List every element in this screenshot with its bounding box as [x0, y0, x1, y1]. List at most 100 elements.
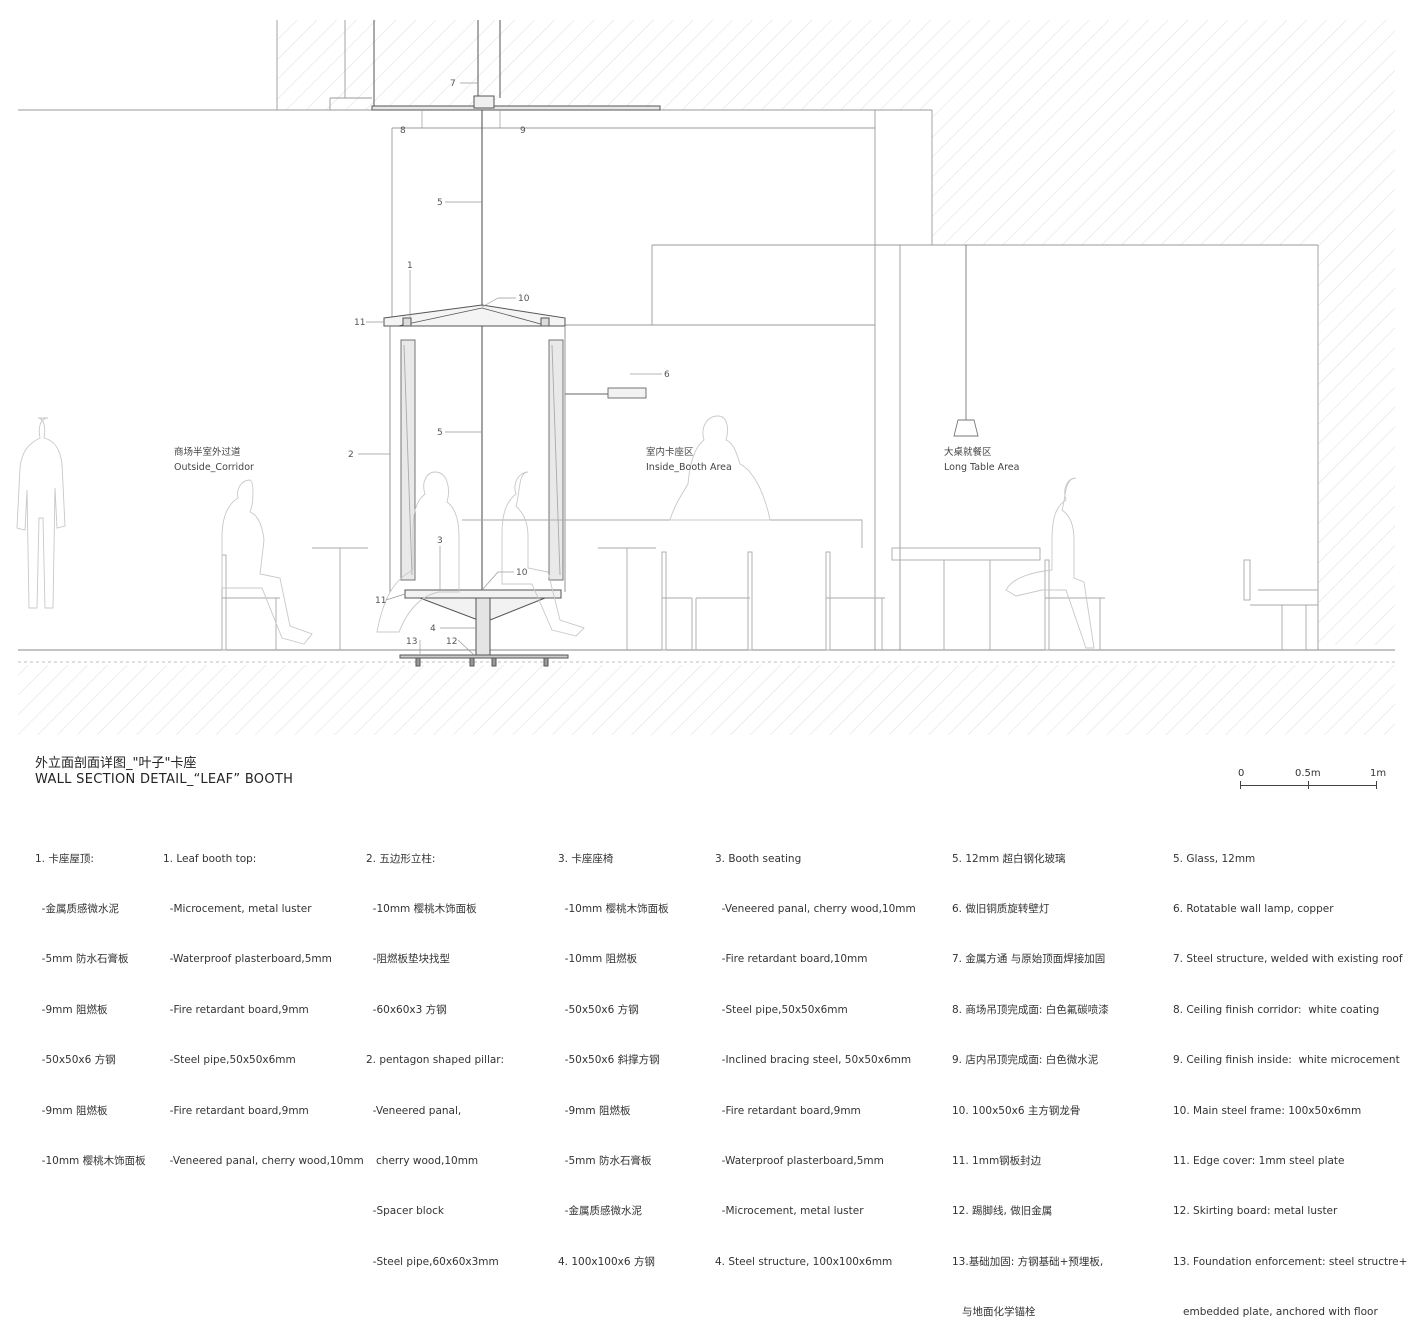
structure-hatch	[18, 20, 1395, 735]
callout-3: 3	[437, 536, 443, 546]
note-line: -金属质感微水泥	[35, 902, 119, 915]
wall-lamp	[565, 387, 647, 399]
notes-col-2: 1. Leaf booth top: -Microcement, metal l…	[163, 817, 364, 1187]
notes-col-3: 2. 五边形立柱: -10mm 樱桃木饰面板 -阻燃板垫块找型 -60x60x3…	[366, 817, 504, 1287]
scale-tick-half	[1308, 781, 1309, 789]
note-line: 11. 1mm钢板封边	[952, 1154, 1042, 1167]
note-line: 8. 商场吊顶完成面: 白色氟碳喷漆	[952, 1003, 1109, 1016]
callout-13: 13	[406, 637, 417, 647]
zone-inside-booth-en: Inside_Booth Area	[646, 462, 732, 473]
zone-outside-corridor-en: Outside_Corridor	[174, 462, 254, 473]
note-line: -金属质感微水泥	[558, 1205, 642, 1218]
note-line: -Fire retardant board,9mm	[163, 1003, 309, 1016]
callout-6: 6	[664, 370, 670, 380]
note-line: -阻燃板垫块找型	[366, 953, 450, 966]
booth-roof	[383, 304, 566, 327]
zone-outside-corridor-zh: 商场半室外过道	[174, 446, 241, 458]
callout-10-lower: 10	[516, 568, 528, 578]
notes-col-6: 5. 12mm 超白钢化玻璃 6. 做旧铜质旋转壁灯 7. 金属方通 与原始顶面…	[952, 817, 1109, 1338]
callout-7: 7	[450, 79, 456, 89]
note-line: 9. 店内吊顶完成面: 白色微水泥	[952, 1054, 1099, 1067]
note-line: 2. 五边形立柱:	[366, 852, 436, 865]
section-drawing: 7 8 9 5 1 10 11 6 5 2 3 10 11 4 13 12 商场…	[16, 20, 1395, 735]
scale-label-half: 0.5m	[1295, 768, 1321, 779]
note-line: -5mm 防水石膏板	[35, 953, 129, 966]
notes-col-7: 5. Glass, 12mm 6. Rotatable wall lamp, c…	[1173, 817, 1407, 1338]
note-line: 12. Skirting board: metal luster	[1173, 1205, 1338, 1218]
booth-pillars	[389, 326, 566, 592]
zone-long-table-en: Long Table Area	[944, 462, 1019, 473]
note-line: -Inclined bracing steel, 50x50x6mm	[715, 1054, 912, 1067]
note-line: 9. Ceiling finish inside: white microcem…	[1173, 1054, 1400, 1067]
note-line: 12. 踢脚线, 做旧金属	[952, 1205, 1053, 1218]
note-line: -Veneered panal,	[366, 1104, 462, 1117]
note-line: -Microcement, metal luster	[715, 1205, 864, 1218]
callout-numbers: 7 8 9 5 1 10 11 6 5 2 3 10 11 4 13 12	[348, 79, 670, 647]
note-line: -Steel pipe,60x60x3mm	[366, 1255, 499, 1268]
note-line: 6. Rotatable wall lamp, copper	[1173, 902, 1334, 915]
callout-2: 2	[348, 450, 354, 460]
note-line: 5. 12mm 超白钢化玻璃	[952, 852, 1066, 865]
scale-label-0: 0	[1238, 768, 1245, 779]
note-line: 10. Main steel frame: 100x50x6mm	[1173, 1104, 1362, 1117]
drawing-title-zh: 外立面剖面详图_"叶子"卡座	[35, 756, 197, 771]
note-line: -10mm 樱桃木饰面板	[366, 902, 477, 915]
note-line: 4. 100x100x6 方钢	[558, 1255, 655, 1268]
notes-col-5: 3. Booth seating -Veneered panal, cherry…	[715, 817, 916, 1287]
note-line: 13.基础加固: 方钢基础+预埋板,	[952, 1255, 1104, 1268]
note-line: cherry wood,10mm	[366, 1154, 479, 1167]
note-line: 7. 金属方通 与原始顶面焊接加固	[952, 953, 1106, 966]
note-line: -50x50x6 方钢	[558, 1003, 639, 1016]
callout-11-upper: 11	[354, 318, 365, 328]
note-line: embedded plate, anchored with floor	[1173, 1306, 1378, 1319]
callout-9: 9	[520, 126, 526, 136]
scale-label-1m: 1m	[1370, 768, 1387, 779]
note-line: -10mm 阻燃板	[558, 953, 638, 966]
note-line: -Veneered panal, cherry wood,10mm	[163, 1154, 364, 1167]
note-line: 8. Ceiling finish corridor: white coatin…	[1173, 1003, 1380, 1016]
note-line: 5. Glass, 12mm	[1173, 852, 1256, 865]
scale-tick-0	[1240, 781, 1241, 789]
callout-4: 4	[430, 624, 436, 634]
callout-5-upper: 5	[437, 198, 443, 208]
note-line: -Spacer block	[366, 1205, 444, 1218]
note-line: -50x50x6 斜撑方钢	[558, 1054, 660, 1067]
note-line: 7. Steel structure, welded with existing…	[1173, 953, 1403, 966]
notes-col-1: 1. 卡座屋顶: -金属质感微水泥 -5mm 防水石膏板 -9mm 阻燃板 -5…	[35, 817, 146, 1187]
human-figures	[16, 415, 1095, 649]
callout-11-lower: 11	[375, 596, 386, 606]
callout-1: 1	[407, 261, 413, 271]
notes-col-4: 3. 卡座座椅 -10mm 樱桃木饰面板 -10mm 阻燃板 -50x50x6 …	[558, 817, 669, 1287]
note-line: -Fire retardant board,9mm	[715, 1104, 861, 1117]
note-line: 3. Booth seating	[715, 852, 802, 865]
note-line: -50x50x6 方钢	[35, 1054, 116, 1067]
zone-inside-booth-zh: 室内卡座区	[646, 446, 694, 458]
note-line: -Steel pipe,50x50x6mm	[163, 1054, 296, 1067]
note-line: 2. pentagon shaped pillar:	[366, 1054, 504, 1067]
note-line: -Waterproof plasterboard,5mm	[163, 953, 332, 966]
furniture	[221, 519, 1318, 651]
scale-bar: 0 0.5m 1m	[1232, 768, 1386, 798]
note-line: -10mm 樱桃木饰面板	[558, 902, 669, 915]
note-line: -Steel pipe,50x50x6mm	[715, 1003, 848, 1016]
note-line: -9mm 阻燃板	[35, 1104, 108, 1117]
note-line: 3. 卡座座椅	[558, 852, 614, 865]
scale-tick-1m	[1376, 781, 1377, 789]
note-line: -10mm 樱桃木饰面板	[35, 1154, 146, 1167]
callout-10-upper: 10	[518, 294, 530, 304]
leader-lines	[358, 82, 662, 656]
note-line: -9mm 阻燃板	[35, 1003, 108, 1016]
booth-base	[399, 589, 569, 667]
note-line: -Veneered panal, cherry wood,10mm	[715, 902, 916, 915]
note-line: -60x60x3 方钢	[366, 1003, 447, 1016]
note-line: -Microcement, metal luster	[163, 902, 312, 915]
floor-line	[18, 649, 1395, 663]
zone-long-table-zh: 大桌就餐区	[944, 446, 992, 458]
drawing-title-en: WALL SECTION DETAIL_“LEAF” BOOTH	[35, 772, 294, 787]
note-line: 10. 100x50x6 主方钢龙骨	[952, 1104, 1081, 1117]
note-line: 6. 做旧铜质旋转壁灯	[952, 902, 1050, 915]
callout-5-lower: 5	[437, 428, 443, 438]
note-line: -9mm 阻燃板	[558, 1104, 631, 1117]
note-line: -5mm 防水石膏板	[558, 1154, 652, 1167]
note-line: 1. 卡座屋顶:	[35, 852, 94, 865]
